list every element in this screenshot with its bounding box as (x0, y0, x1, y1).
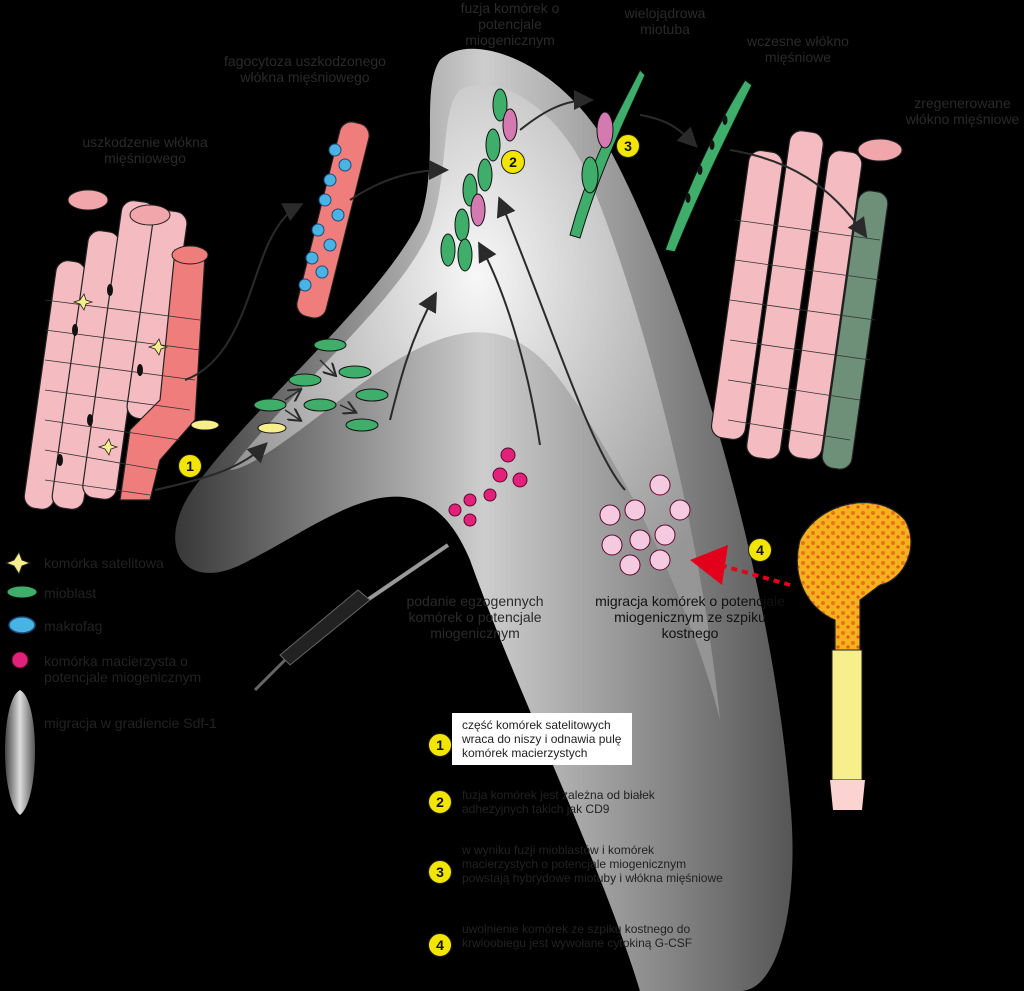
label-phagocytosis: fagocytoza uszkodzonego włókna mięśniowe… (224, 53, 386, 85)
red-dashed-arrow (719, 563, 791, 587)
step-1-text: część komórek satelitowych wraca do nisz… (462, 718, 622, 760)
legend-satellite-icon (4, 550, 32, 576)
badge-1: 1 (178, 454, 202, 478)
step-4-text: uwolnienie komórek ze szpiku kostnego do… (462, 922, 693, 950)
step-2-badge: 2 (428, 790, 452, 814)
legend-satellite: komórka satelitowa (44, 555, 164, 571)
marrow-stem-cells (599, 474, 691, 576)
process-arrows (154, 90, 868, 491)
satellite-cells-moving (190, 419, 287, 434)
damaged-muscle-bundle (23, 189, 209, 510)
legend-macrophage-icon (8, 616, 36, 634)
legend-gradient: migracja w gradiencie Sdf-1 (44, 715, 217, 731)
bone-marrow-femur (796, 501, 912, 810)
label-myotube: wielojądrowa miotuba (624, 5, 706, 37)
label-fusion: fuzja komórek o potencjale miogenicznym (460, 0, 560, 48)
early-muscle-fiber (664, 79, 753, 253)
label-exogenous: podanie egzogennych komórek o potencjale… (406, 593, 544, 641)
step-4-badge: 4 (428, 933, 452, 957)
step-1-highlight-box (452, 713, 632, 765)
label-regenerated-fiber: zregenerowane włókno mięśniowe (905, 95, 1020, 127)
badge-4: 4 (748, 538, 772, 562)
legend-icons (4, 550, 38, 815)
phagocytosed-fiber (296, 121, 370, 319)
step-3-text: w wyniku fuzji mioblastów i komórek maci… (462, 843, 723, 885)
syringe-icon (253, 543, 450, 692)
badge-3: 3 (616, 134, 640, 158)
exogenous-stem-cells (448, 447, 528, 527)
badge-2: 2 (501, 150, 525, 174)
legend-macrophage: makrofag (44, 618, 103, 634)
legend-stem-icon (11, 651, 29, 669)
myoblast-cluster (253, 338, 389, 432)
label-marrow-migration: migracja komórek o potencjale miogeniczn… (595, 593, 785, 641)
legend-stem-cell: komórka macierzysta o potencjale miogeni… (44, 653, 202, 685)
sdf1-gradient (175, 48, 793, 991)
step-3-badge: 3 (428, 860, 452, 884)
myoblast-proliferation-arrows (284, 359, 355, 420)
red-arrow-head (690, 545, 728, 585)
legend-myoblast-icon (6, 585, 38, 599)
step-1-badge: 1 (428, 733, 452, 757)
legend-gradient-icon (5, 690, 35, 815)
fusion-cluster (440, 88, 518, 272)
legend-myoblast: mioblast (44, 585, 97, 601)
regenerated-muscle-bundle (710, 130, 903, 470)
step-2-text: fuzja komórek jest zależna od białek adh… (462, 788, 655, 816)
hybrid-myotube (569, 69, 646, 239)
label-damage: uszkodzenie włókna mięśniowego (82, 134, 208, 166)
label-early-fiber: wczesne włókno mięśniowe (747, 33, 849, 65)
